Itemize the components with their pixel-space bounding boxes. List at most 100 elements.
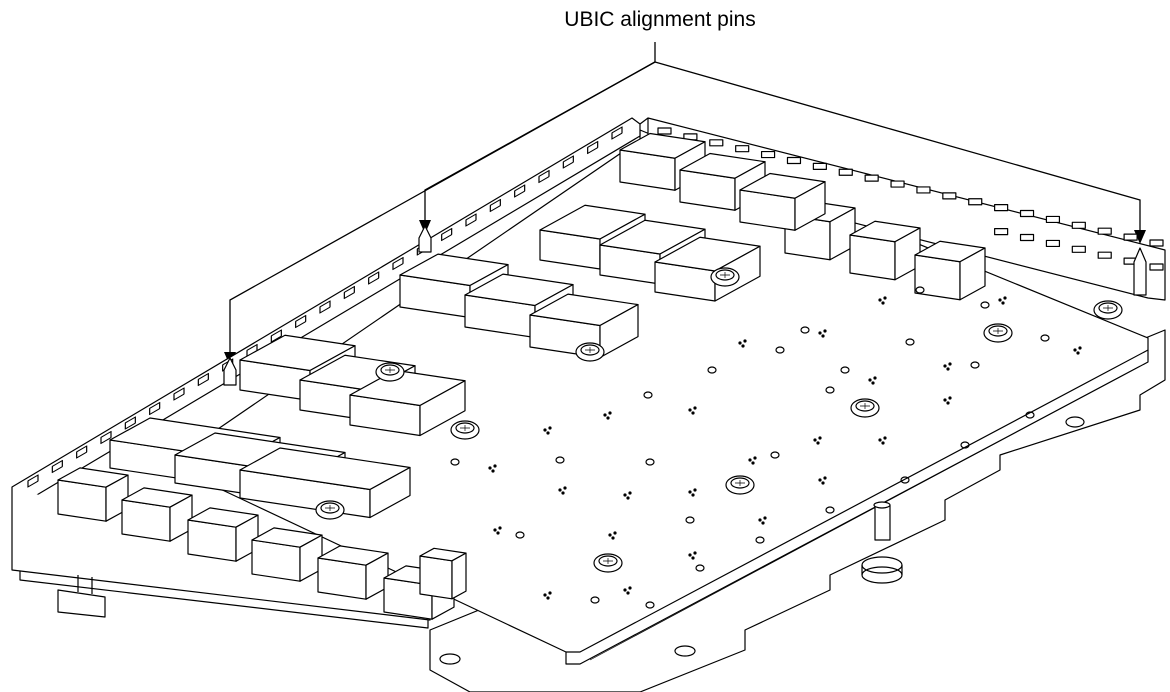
screw — [1093, 300, 1123, 320]
leader-line-right — [654, 61, 1141, 232]
connector-slot — [465, 213, 477, 227]
board-hole — [1040, 334, 1050, 342]
connector-slot — [1123, 233, 1138, 241]
connector-slot — [197, 372, 209, 387]
board-hole — [840, 366, 850, 374]
component-dots — [603, 411, 612, 420]
component-dots — [623, 491, 632, 500]
connector-slot — [270, 329, 282, 343]
component-dots — [543, 591, 552, 600]
component-dots — [943, 396, 952, 405]
connector-slot — [1097, 227, 1112, 235]
screw — [375, 362, 405, 382]
connector-slot — [514, 184, 526, 198]
board-holes — [450, 286, 1082, 609]
board-hole — [707, 366, 717, 374]
connector-slot — [657, 127, 672, 135]
component-dots — [493, 526, 502, 535]
screw — [450, 420, 480, 440]
component-dots — [688, 488, 697, 497]
relay-block — [849, 220, 921, 281]
relay-blocks — [57, 132, 986, 620]
connector-slot — [838, 168, 853, 176]
board-hole — [685, 516, 695, 524]
relay-block — [914, 240, 986, 301]
connector-slot — [968, 198, 983, 206]
connector-slot — [149, 401, 161, 416]
board-hole — [770, 451, 780, 459]
board-hole — [800, 326, 810, 334]
board-hole — [645, 458, 655, 466]
relay-block — [739, 172, 826, 231]
connector-slot — [76, 445, 88, 459]
component-dots — [623, 586, 632, 595]
connector-slot — [587, 140, 599, 155]
component-dots — [998, 296, 1007, 305]
relay-block — [121, 487, 193, 542]
board-hole — [980, 301, 990, 309]
connector-slot — [1071, 221, 1086, 229]
component-dots — [878, 296, 887, 305]
component-dots — [608, 531, 617, 540]
connector-slot — [760, 150, 776, 159]
component-dots — [813, 436, 822, 445]
relay-block — [251, 527, 323, 582]
alignment-pin-left — [223, 357, 237, 386]
connector-slot — [538, 169, 550, 184]
relay-block — [57, 467, 129, 522]
screw — [725, 475, 755, 495]
connector-slot — [1045, 239, 1061, 248]
board-hole — [755, 536, 765, 544]
connector-slot — [100, 430, 112, 445]
screw — [593, 553, 623, 573]
component-dots — [1073, 346, 1082, 355]
connector-slot — [786, 156, 802, 165]
connector-slot — [994, 228, 1009, 236]
board-hole — [825, 386, 835, 394]
connector-slot — [611, 126, 623, 140]
connector-slot — [173, 387, 185, 401]
board-hole — [915, 286, 925, 294]
component-dots — [543, 426, 552, 435]
connector-slot — [392, 256, 404, 271]
alignment-pin-middle — [418, 225, 432, 253]
connector-slot — [1149, 263, 1164, 271]
board-hole — [515, 531, 525, 539]
connector-slot — [1019, 209, 1035, 218]
board-hole — [825, 506, 835, 514]
board-hole — [555, 456, 565, 464]
board-hole — [900, 476, 910, 484]
connector-slot — [942, 192, 957, 200]
board-hole — [450, 458, 460, 466]
standoff — [861, 501, 903, 584]
alignment-pins — [223, 225, 1147, 386]
connector-slot — [441, 227, 453, 242]
connector-slot — [812, 162, 827, 170]
component-dots — [688, 551, 697, 560]
component-dots — [868, 376, 877, 385]
screw — [575, 342, 605, 362]
screw — [315, 500, 345, 520]
connector-slot — [1045, 215, 1061, 224]
connector-slot — [343, 285, 355, 300]
arrowhead-right — [1134, 230, 1146, 244]
connector-slot — [1071, 245, 1086, 253]
connector-slot — [1019, 233, 1035, 242]
component-dots — [748, 456, 757, 465]
connector-slot — [735, 145, 750, 153]
screw — [850, 398, 880, 418]
relay-block — [317, 545, 389, 600]
connector-slot — [489, 198, 501, 213]
connector-slot — [1149, 239, 1164, 247]
connector-slot — [124, 416, 136, 430]
connector-slot — [368, 271, 380, 285]
component-dots — [688, 406, 697, 415]
screw — [983, 323, 1013, 343]
relay-block — [349, 369, 466, 437]
board-hole — [695, 564, 705, 572]
connector-slot — [994, 204, 1009, 212]
connector-slot — [27, 474, 39, 488]
rear-slot-row — [657, 127, 1164, 271]
component-dots — [943, 362, 952, 371]
